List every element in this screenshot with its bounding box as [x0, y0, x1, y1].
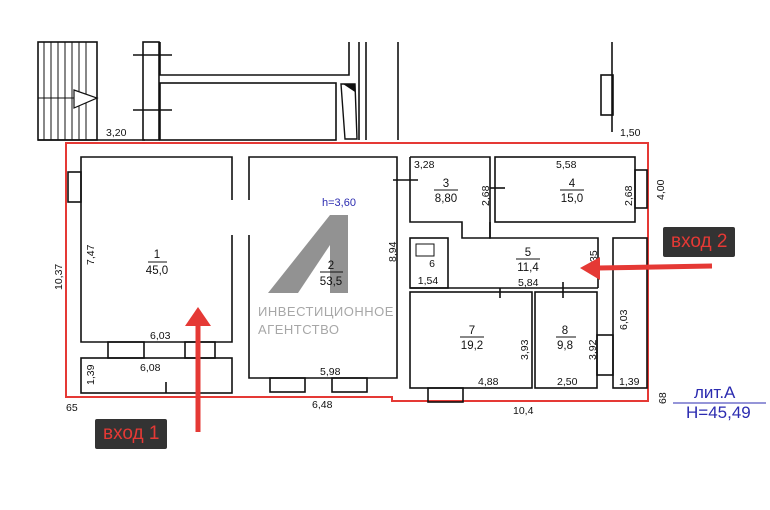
dimension-label: 65: [66, 402, 78, 414]
room-4-number: 4: [569, 178, 576, 190]
watermark-line-2: АГЕНТСТВО: [258, 322, 339, 337]
room-7-number: 7: [469, 325, 475, 337]
entrance-2-arrow-icon: [580, 257, 713, 280]
upper-structure: [37, 41, 614, 141]
room-1-walls: [80, 156, 233, 343]
dimension-label: 2,68: [480, 185, 492, 206]
entrance-1-label: вход 1: [95, 419, 168, 449]
room-8-area: 9,8: [557, 340, 573, 352]
dimension-label: 3,92: [587, 339, 599, 360]
dimension-label: 8,94: [387, 241, 399, 262]
dimension-label: 3,93: [519, 339, 531, 360]
room-1-area: 45,0: [146, 265, 168, 277]
entrance-2-label: вход 2: [663, 227, 736, 257]
dimension-label: 2,50: [557, 376, 578, 388]
dimension-label: 10,37: [53, 264, 65, 290]
room-3-number: 3: [443, 178, 449, 190]
room-2-walls: [248, 156, 398, 379]
stair-arrow-icon: [73, 89, 99, 109]
agency-logo-watermark: ИНВЕСТИЦИОННОЕ АГЕНТСТВО: [258, 215, 394, 337]
room-labels: 1 45,0 2 53,5 3 8,80 4 15,0 5 11,4 6 1,5…: [146, 178, 584, 352]
room-2-area: 53,5: [320, 276, 342, 288]
walls: [67, 156, 648, 403]
toilet-icon: [415, 243, 435, 257]
dimension-label: 5,98: [320, 366, 341, 378]
entrance-1-arrow-icon: [185, 307, 211, 432]
dimension-label: 6,03: [618, 309, 630, 330]
corridor-walls: [612, 237, 648, 389]
dimension-label: 1,39: [85, 364, 97, 385]
room-3-area: 8,80: [435, 193, 457, 205]
dimension-label: 5,58: [556, 159, 577, 171]
dimension-label: 10,4: [513, 405, 534, 417]
dimension-label: 5,84: [518, 277, 539, 289]
room-8-number: 8: [562, 325, 568, 337]
dimension-label: 4,88: [478, 376, 499, 388]
dimension-label: 3,28: [414, 159, 435, 171]
dimension-label: 1,39: [619, 376, 640, 388]
building-letter-annotation: лит.А Н=45,49: [673, 383, 766, 422]
dimension-label: 6,48: [312, 399, 333, 411]
premises-outline: [65, 142, 649, 402]
room-7-walls: [409, 291, 533, 389]
dimension-label: 6,03: [150, 330, 171, 342]
vestibule-1: [80, 357, 233, 394]
dimension-label: 1,50: [620, 127, 641, 139]
dimension-label: 68: [657, 392, 669, 404]
room-2-number: 2: [328, 260, 334, 272]
elevation-mark: Н=45,49: [686, 403, 751, 422]
dimensions: 3,20 1,50 10,37 7,47 6,03 6,08 1,39 65 6…: [53, 127, 669, 417]
dimension-label: 35: [588, 250, 600, 262]
room-7-area: 19,2: [461, 340, 483, 352]
dimension-label: 2,68: [623, 185, 635, 206]
building-letter: лит.А: [694, 383, 736, 402]
ceiling-height: h=3,60: [322, 197, 356, 209]
dimension-label: 4,00: [655, 179, 667, 200]
stair-steps: [38, 42, 97, 140]
dimension-label: 3,20: [106, 127, 127, 139]
room-4-area: 15,0: [561, 193, 583, 205]
room-5-number: 5: [525, 247, 531, 259]
dimension-label: 7,47: [85, 244, 97, 265]
room-5-area: 11,4: [517, 262, 539, 274]
room-1-number: 1: [154, 249, 160, 261]
room-6-number: 6: [429, 258, 435, 270]
staircase: [37, 41, 98, 141]
watermark-line-1: ИНВЕСТИЦИОННОЕ: [258, 304, 394, 319]
dimension-label: 6,08: [140, 362, 161, 374]
room-6-area: 1,54: [418, 275, 439, 287]
